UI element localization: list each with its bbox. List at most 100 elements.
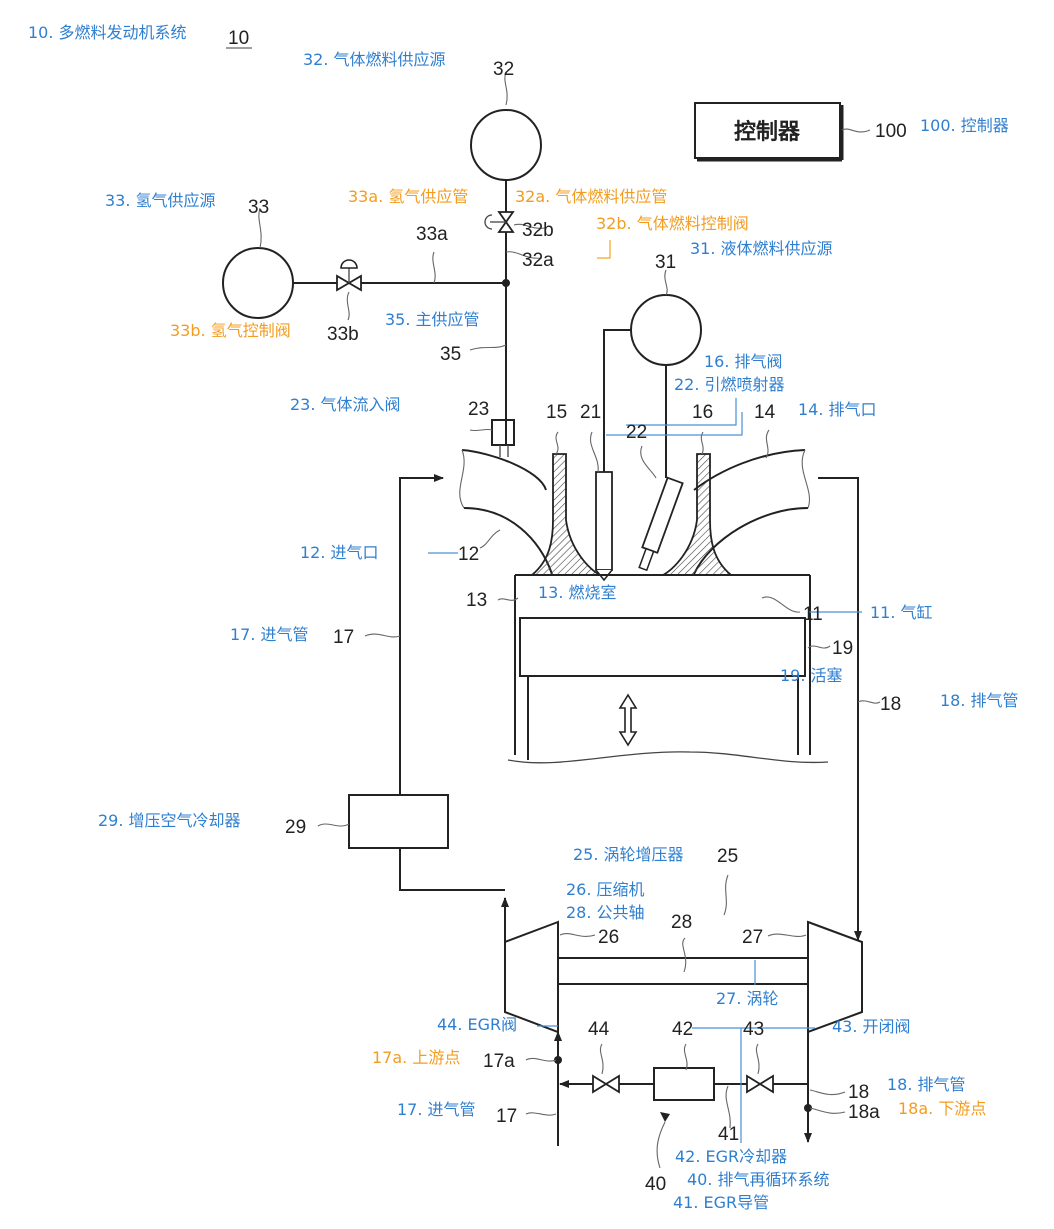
liquid-fuel-line-21 — [603, 329, 631, 472]
label-controller: 100. 控制器 — [920, 116, 1009, 135]
label-upstream-point: 17a. 上游点 — [372, 1048, 460, 1067]
ref-43: 43 — [743, 1019, 764, 1040]
label-charge-air-cooler: 29. 增压空气冷却器 — [98, 811, 241, 830]
ref-33: 33 — [248, 197, 269, 218]
controller-box — [694, 102, 841, 159]
liquid-fuel-injector-21 — [595, 471, 613, 582]
charge-air-cooler-box — [348, 794, 449, 849]
hydrogen-source-circle — [222, 247, 294, 319]
ref-25: 25 — [717, 846, 738, 867]
label-compressor: 26. 压缩机 — [566, 880, 645, 899]
label-gas-inflow-valve: 23. 气体流入阀 — [290, 395, 401, 414]
ref-35: 35 — [440, 344, 461, 365]
ref-29: 29 — [285, 817, 306, 838]
ref-11: 11 — [803, 604, 823, 625]
label-egr-valve: 44. EGR阀 — [437, 1015, 517, 1034]
gas-inflow-valve-box — [491, 419, 515, 446]
label-turbine: 27. 涡轮 — [716, 989, 779, 1008]
intake-pipe-17 — [399, 474, 444, 795]
ref-23: 23 — [468, 399, 489, 420]
label-gas-fuel-source: 32. 气体燃料供应源 — [303, 50, 446, 69]
label-egr-cooler: 42. EGR冷却器 — [675, 1147, 787, 1166]
ref-17a: 17a — [483, 1051, 515, 1072]
ref-13: 13 — [466, 590, 487, 611]
intake-port-upper-wall — [461, 449, 547, 491]
ref-33a: 33a — [416, 224, 448, 245]
label-hydrogen-source: 33. 氢气供应源 — [105, 191, 216, 210]
label-turbocharger: 25. 涡轮增压器 — [573, 845, 684, 864]
ref-12: 12 — [458, 544, 479, 565]
upstream-point-17a — [554, 1056, 562, 1064]
ref-18: 18 — [880, 694, 901, 715]
piston-rod-walls — [527, 676, 799, 760]
label-downstream-point: 18a. 下游点 — [898, 1099, 986, 1118]
cylinder-walls — [514, 575, 811, 755]
egr-valve-icon — [592, 1074, 620, 1094]
ref-41: 41 — [718, 1124, 739, 1145]
intake-pipe-to-cooler — [399, 848, 505, 891]
egr-cooler-box — [653, 1067, 715, 1101]
turbine — [807, 920, 863, 1034]
compressor — [504, 920, 559, 1034]
ref-16: 16 — [692, 402, 713, 423]
ref-19: 19 — [832, 638, 853, 659]
label-open-close-valve: 43. 开闭阀 — [832, 1017, 911, 1036]
gas-fuel-control-valve-icon — [484, 211, 515, 233]
label-gas-fuel-control-valve: 32b. 气体燃料控制阀 — [596, 214, 749, 233]
ref-32b: 32b — [522, 220, 554, 241]
label-hydrogen-supply-pipe: 33a. 氢气供应管 — [348, 187, 468, 206]
pilot-injector-22 — [638, 476, 684, 572]
label-main-supply-pipe: 35. 主供应管 — [385, 310, 480, 329]
ref-32a: 32a — [522, 250, 554, 271]
ref-14: 14 — [754, 402, 776, 423]
label-piston: 19. 活塞 — [780, 666, 843, 685]
ref-26: 26 — [598, 927, 619, 948]
exhaust-pipe-18 — [818, 477, 862, 941]
reciprocating-arrow-icon — [618, 693, 638, 747]
ref-17: 17 — [333, 627, 354, 648]
ref-44: 44 — [588, 1019, 610, 1040]
gas-fuel-source-circle — [470, 109, 542, 181]
label-intake-pipe-lower: 17. 进气管 — [397, 1100, 476, 1119]
label-exhaust-pipe: 18. 排气管 — [940, 691, 1019, 710]
ref-10: 10 — [228, 28, 249, 49]
label-pilot-injector: 22. 引燃喷射器 — [674, 375, 785, 394]
ref-32: 32 — [493, 59, 514, 80]
ref-40: 40 — [645, 1174, 666, 1195]
ref-15: 15 — [546, 402, 567, 423]
cylinder-break-line — [507, 751, 829, 764]
label-common-shaft: 28. 公共轴 — [566, 903, 645, 922]
ref-17-lower: 17 — [496, 1106, 517, 1127]
ref-18a: 18a — [848, 1102, 880, 1123]
label-intake-pipe: 17. 进气管 — [230, 625, 309, 644]
ref-22: 22 — [626, 422, 647, 443]
ref-42: 42 — [672, 1019, 693, 1040]
ref-27: 27 — [742, 927, 763, 948]
open-close-valve-icon — [746, 1074, 774, 1094]
label-exhaust-port: 14. 排气口 — [798, 400, 877, 419]
intake-valve — [529, 453, 601, 576]
label-egr-system: 40. 排气再循环系统 — [687, 1170, 830, 1189]
liquid-fuel-source-circle — [630, 294, 702, 366]
piston — [519, 617, 806, 677]
ref-33b: 33b — [327, 324, 359, 345]
label-multi-fuel-engine-system: 10. 多燃料发动机系统 — [28, 23, 187, 42]
label-egr-conduit: 41. EGR导管 — [673, 1193, 769, 1212]
ref-100: 100 — [875, 121, 907, 142]
ref-21: 21 — [580, 402, 601, 423]
label-intake-port: 12. 进气口 — [300, 543, 379, 562]
ref-31: 31 — [655, 252, 676, 273]
label-combustion-chamber: 13. 燃烧室 — [538, 583, 617, 602]
ref-18-lower: 18 — [848, 1082, 869, 1103]
label-gas-fuel-supply-pipe: 32a. 气体燃料供应管 — [515, 187, 667, 206]
controller-box-text: 控制器 — [734, 119, 801, 145]
label-liquid-fuel-source: 31. 液体燃料供应源 — [690, 239, 833, 258]
label-exhaust-valve: 16. 排气阀 — [704, 352, 783, 371]
downstream-point-18a — [804, 1104, 812, 1112]
hydrogen-control-valve-icon — [336, 259, 362, 292]
label-hydrogen-control-valve: 33b. 氢气控制阀 — [170, 321, 291, 340]
ref-28: 28 — [671, 912, 692, 933]
label-exhaust-pipe-lower: 18. 排气管 — [887, 1075, 966, 1094]
label-cylinder: 11. 气缸 — [870, 603, 933, 622]
